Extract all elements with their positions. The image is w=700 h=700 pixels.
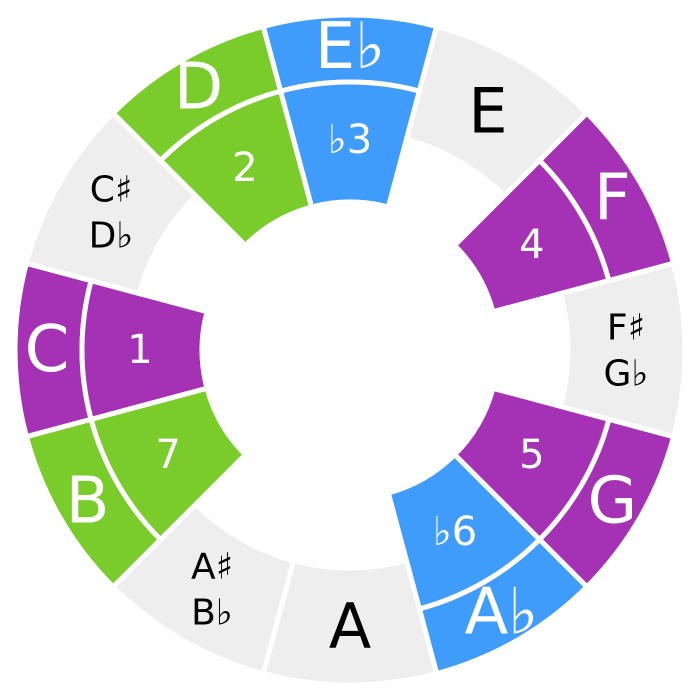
note-label-f-sharp-1: F♯ bbox=[607, 308, 645, 349]
degree-label-g: 5 bbox=[519, 432, 544, 478]
note-label-f: F bbox=[594, 162, 631, 236]
degree-label-ab: ♭6 bbox=[433, 509, 477, 555]
degree-label-d: 2 bbox=[232, 145, 257, 191]
degree-label-f: 4 bbox=[519, 222, 544, 268]
note-label-g: G bbox=[588, 465, 638, 539]
note-label-a-sharp-1: A♯ bbox=[191, 547, 233, 588]
note-label-c-sharp-1: C♯ bbox=[90, 170, 133, 211]
note-label-d: D bbox=[174, 51, 223, 125]
note-label-a: A bbox=[329, 590, 371, 663]
note-label-c-sharp-2: D♭ bbox=[89, 216, 134, 257]
note-labels: C 1 C♯ D♭ D2 E♭ ♭3 E F 4F♯ G♭ G5A♭ ♭6A A♯ B♭ B7 bbox=[25, 10, 649, 663]
note-label-f-sharp-2: G♭ bbox=[604, 354, 649, 395]
note-label-a-sharp-2: B♭ bbox=[191, 593, 233, 634]
degree-label-c: 1 bbox=[127, 327, 152, 373]
degree-segment-b bbox=[88, 385, 249, 544]
note-label-eb: E♭ bbox=[315, 10, 386, 84]
note-label-e: E bbox=[468, 74, 507, 147]
note-segments bbox=[12, 12, 688, 688]
degree-label-b: 7 bbox=[155, 432, 180, 478]
degree-label-eb: ♭3 bbox=[328, 117, 372, 163]
note-label-b: B bbox=[66, 465, 110, 539]
note-label-c: C bbox=[25, 313, 70, 387]
note-label-ab: A♭ bbox=[465, 575, 539, 649]
